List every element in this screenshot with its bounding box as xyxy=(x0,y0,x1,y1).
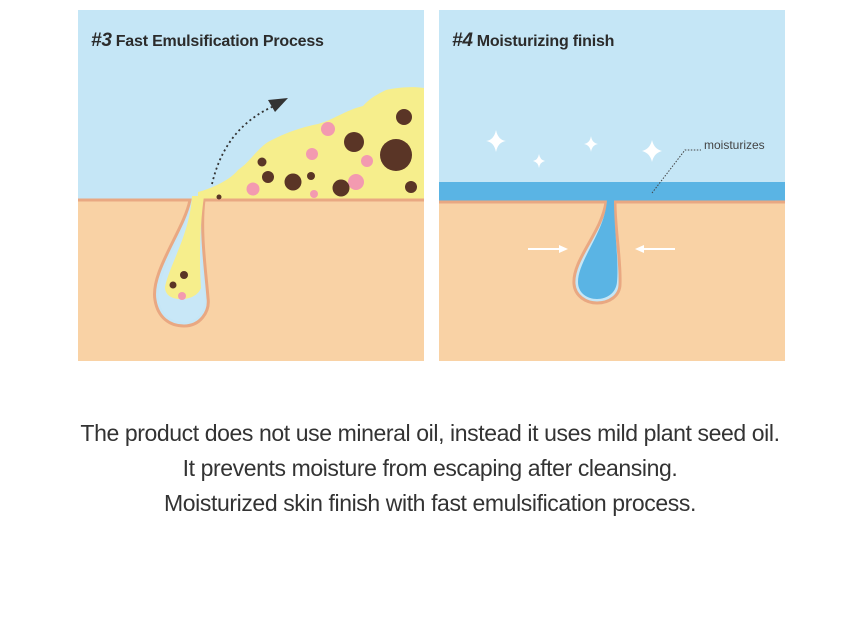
dirt-particle xyxy=(307,172,315,180)
sparkle-icon xyxy=(533,154,545,168)
description-line: The product does not use mineral oil, in… xyxy=(80,420,780,446)
description-text: The product does not use mineral oil, in… xyxy=(0,416,860,521)
rising-arrow-path xyxy=(211,105,275,185)
skin-layer xyxy=(439,200,785,361)
dirt-particle xyxy=(257,157,267,167)
pore-oil xyxy=(165,196,204,300)
dirt-particle xyxy=(380,139,412,171)
moisture-film xyxy=(439,182,785,202)
dirt-particle xyxy=(178,292,186,300)
callout-leader xyxy=(651,149,701,194)
arrow-head-icon xyxy=(268,98,288,112)
description-line: It prevents moisture from escaping after… xyxy=(182,455,678,481)
panel-title-text: Moisturizing finish xyxy=(476,33,615,50)
dirt-particle xyxy=(169,281,177,289)
dirt-particle xyxy=(332,179,350,197)
emulsification-illustration xyxy=(78,10,424,361)
dirt-particle xyxy=(284,173,302,191)
pore-water xyxy=(578,200,618,299)
arrow-left-icon xyxy=(635,245,644,253)
dirt-particle xyxy=(348,174,364,190)
dirt-particle xyxy=(405,181,417,193)
dirt-particle xyxy=(361,155,373,167)
dirt-particle xyxy=(310,190,318,198)
panel-number: #4 xyxy=(452,30,473,51)
description-line: Moisturized skin finish with fast emulsi… xyxy=(164,490,696,516)
dirt-particle xyxy=(396,109,412,125)
oil-foam xyxy=(198,87,424,202)
dirt-particle xyxy=(262,171,274,183)
dirt-particle xyxy=(306,148,318,160)
panel-title-text: Fast Emulsification Process xyxy=(115,33,324,50)
arrow-right-icon xyxy=(559,245,568,253)
dirt-particle xyxy=(344,132,364,152)
dirt-particle xyxy=(216,194,222,200)
sparkle-icon xyxy=(584,136,598,152)
dirt-particle xyxy=(321,122,335,136)
moisturizing-illustration xyxy=(439,10,785,361)
sparkle-icon xyxy=(642,140,662,162)
moisturizes-label: moisturizes xyxy=(704,138,765,152)
sparkle-icon xyxy=(486,130,506,152)
dirt-particle xyxy=(180,271,188,279)
dirt-particle xyxy=(246,182,260,196)
panel-number: #3 xyxy=(91,30,112,51)
skin-layer xyxy=(78,198,424,361)
